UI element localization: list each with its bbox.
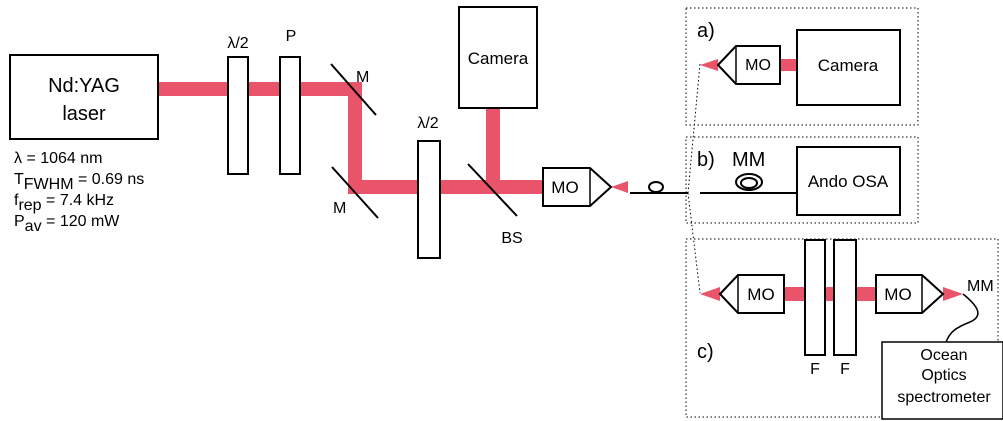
panel-c-filter-1-label: F: [810, 361, 820, 378]
panel-b-tag: b): [697, 149, 715, 171]
half-wave-plate-2: λ/2: [417, 115, 441, 259]
polarizer-body: [279, 56, 301, 175]
laser-beam-path: [158, 82, 628, 194]
mirror-1: M: [330, 63, 377, 116]
panel-c-filter-1-body: [804, 239, 826, 356]
panel-c-objective-2-body: [875, 274, 945, 314]
half-wave-plate-1-body: [227, 56, 249, 175]
objective-main-label: MO: [551, 178, 578, 197]
half-wave-plate-2-body: [417, 140, 441, 259]
laser-box: [9, 54, 159, 140]
param-wavelength: λ = 1064 nm: [14, 150, 103, 167]
beam-segment-m2-to-mo: [348, 180, 543, 194]
param-pulse-width-symbol: T: [14, 171, 24, 188]
panel-c-objective-1-label: MO: [747, 285, 774, 304]
panel-c-spectrometer-line1: Ocean: [920, 347, 967, 364]
beam-segment-m1-to-m2: [348, 82, 362, 192]
panel-c-spectrometer-line3: spectrometer: [897, 389, 991, 406]
param-rep-rate-value: = 7.4 kHz: [42, 192, 114, 209]
half-wave-plate-1-label: λ/2: [227, 35, 248, 52]
panel-c-filter-2-body: [833, 239, 857, 356]
polarizer: P: [279, 28, 301, 175]
param-avg-power-sub: av: [25, 218, 42, 235]
panel-a-border: [685, 7, 919, 126]
objective-main-body: [542, 167, 613, 207]
panel-a-objective-label: MO: [745, 57, 771, 74]
half-wave-plate-2-label: λ/2: [417, 115, 438, 132]
half-wave-plate-1: λ/2: [227, 35, 249, 175]
polarizer-label: P: [286, 28, 297, 45]
beam-segment-laser-to-m1: [158, 82, 360, 96]
laser-name-line1: Nd:YAG: [48, 75, 120, 97]
param-rep-rate-sub: rep: [18, 197, 41, 214]
mirror-2-label: M: [333, 200, 346, 217]
panel-c-beam-collimated: [784, 287, 876, 301]
beam-splitter-surface: [467, 163, 518, 217]
camera-main-box: [458, 6, 538, 109]
fiber-link-to-panel-a: [687, 63, 701, 194]
panel-c-spectrometer-box: [881, 341, 1003, 420]
panel-a-camera-label: Camera: [818, 56, 879, 75]
panel-c-focus-cone-right: [943, 287, 963, 301]
panel-c-filter-2-label: F: [840, 361, 850, 378]
laser-parameters: λ = 1064 nm TFWHM = 0.69 ns frep = 7.4 k…: [14, 150, 144, 235]
panel-b-fiber-label: MM: [732, 149, 765, 171]
panel-c-objective-2-label: MO: [884, 285, 911, 304]
panel-c-objective-1-body: [718, 274, 785, 314]
panel-c-tag: c): [697, 341, 714, 363]
param-pulse-width: TFWHM = 0.69 ns: [14, 171, 144, 193]
param-avg-power-value: = 120 mW: [42, 213, 121, 230]
beam-splitter-label: BS: [501, 230, 522, 247]
panel-b-osa-label: Ando OSA: [808, 172, 889, 191]
objective-main: MO: [542, 167, 613, 207]
panel-a-focus-cone: [700, 59, 718, 71]
param-pulse-width-sub: FWHM: [24, 176, 74, 193]
beam-splitter: BS: [467, 163, 523, 247]
panel-b-border: [685, 136, 919, 224]
panel-c-focus-cone-left: [700, 287, 720, 301]
panel-c-spectrometer-line2: Optics: [921, 367, 966, 384]
panel-a: a) MO Camera: [685, 7, 919, 126]
param-rep-rate: frep = 7.4 kHz: [14, 192, 114, 214]
laser-source: Nd:YAG laser: [9, 54, 159, 140]
panel-c: c) MO F F MO MM Ocean Optics spectromete…: [685, 238, 1003, 420]
param-avg-power: Pav = 120 mW: [14, 213, 120, 235]
panel-b-osa-box: [796, 146, 901, 216]
panel-b-fiber-loop-inner: [740, 177, 758, 189]
laser-name-line2: laser: [62, 103, 106, 125]
mirror-2-surface: [331, 166, 379, 219]
panel-b-fiber-loop-outer: [735, 173, 763, 191]
output-fiber-loop: [648, 181, 664, 193]
param-pulse-width-value: = 0.69 ns: [74, 171, 145, 188]
panel-a-tag: a): [697, 20, 715, 42]
param-avg-power-symbol: P: [14, 213, 25, 230]
mirror-2: M: [331, 166, 379, 219]
panel-a-camera-box: [796, 29, 901, 106]
panel-c-fiber-label: MM: [967, 278, 994, 295]
fiber-link-to-panel-c: [687, 192, 701, 294]
mirror-1-label: M: [356, 69, 369, 86]
panel-c-fiber-to-spectrometer: [945, 293, 979, 343]
panel-a-beam: [780, 59, 800, 71]
output-fiber: [630, 63, 701, 294]
beam-segment-bs-to-camera: [486, 108, 500, 190]
panel-a-objective-body: [716, 45, 781, 85]
camera-main: Camera: [458, 6, 538, 109]
panel-b: b) MM Ando OSA: [685, 136, 919, 224]
param-rep-rate-symbol: f: [14, 192, 19, 209]
beam-focus-cone-main: [611, 181, 628, 193]
camera-main-label: Camera: [468, 49, 529, 68]
mirror-1-surface: [330, 63, 377, 116]
